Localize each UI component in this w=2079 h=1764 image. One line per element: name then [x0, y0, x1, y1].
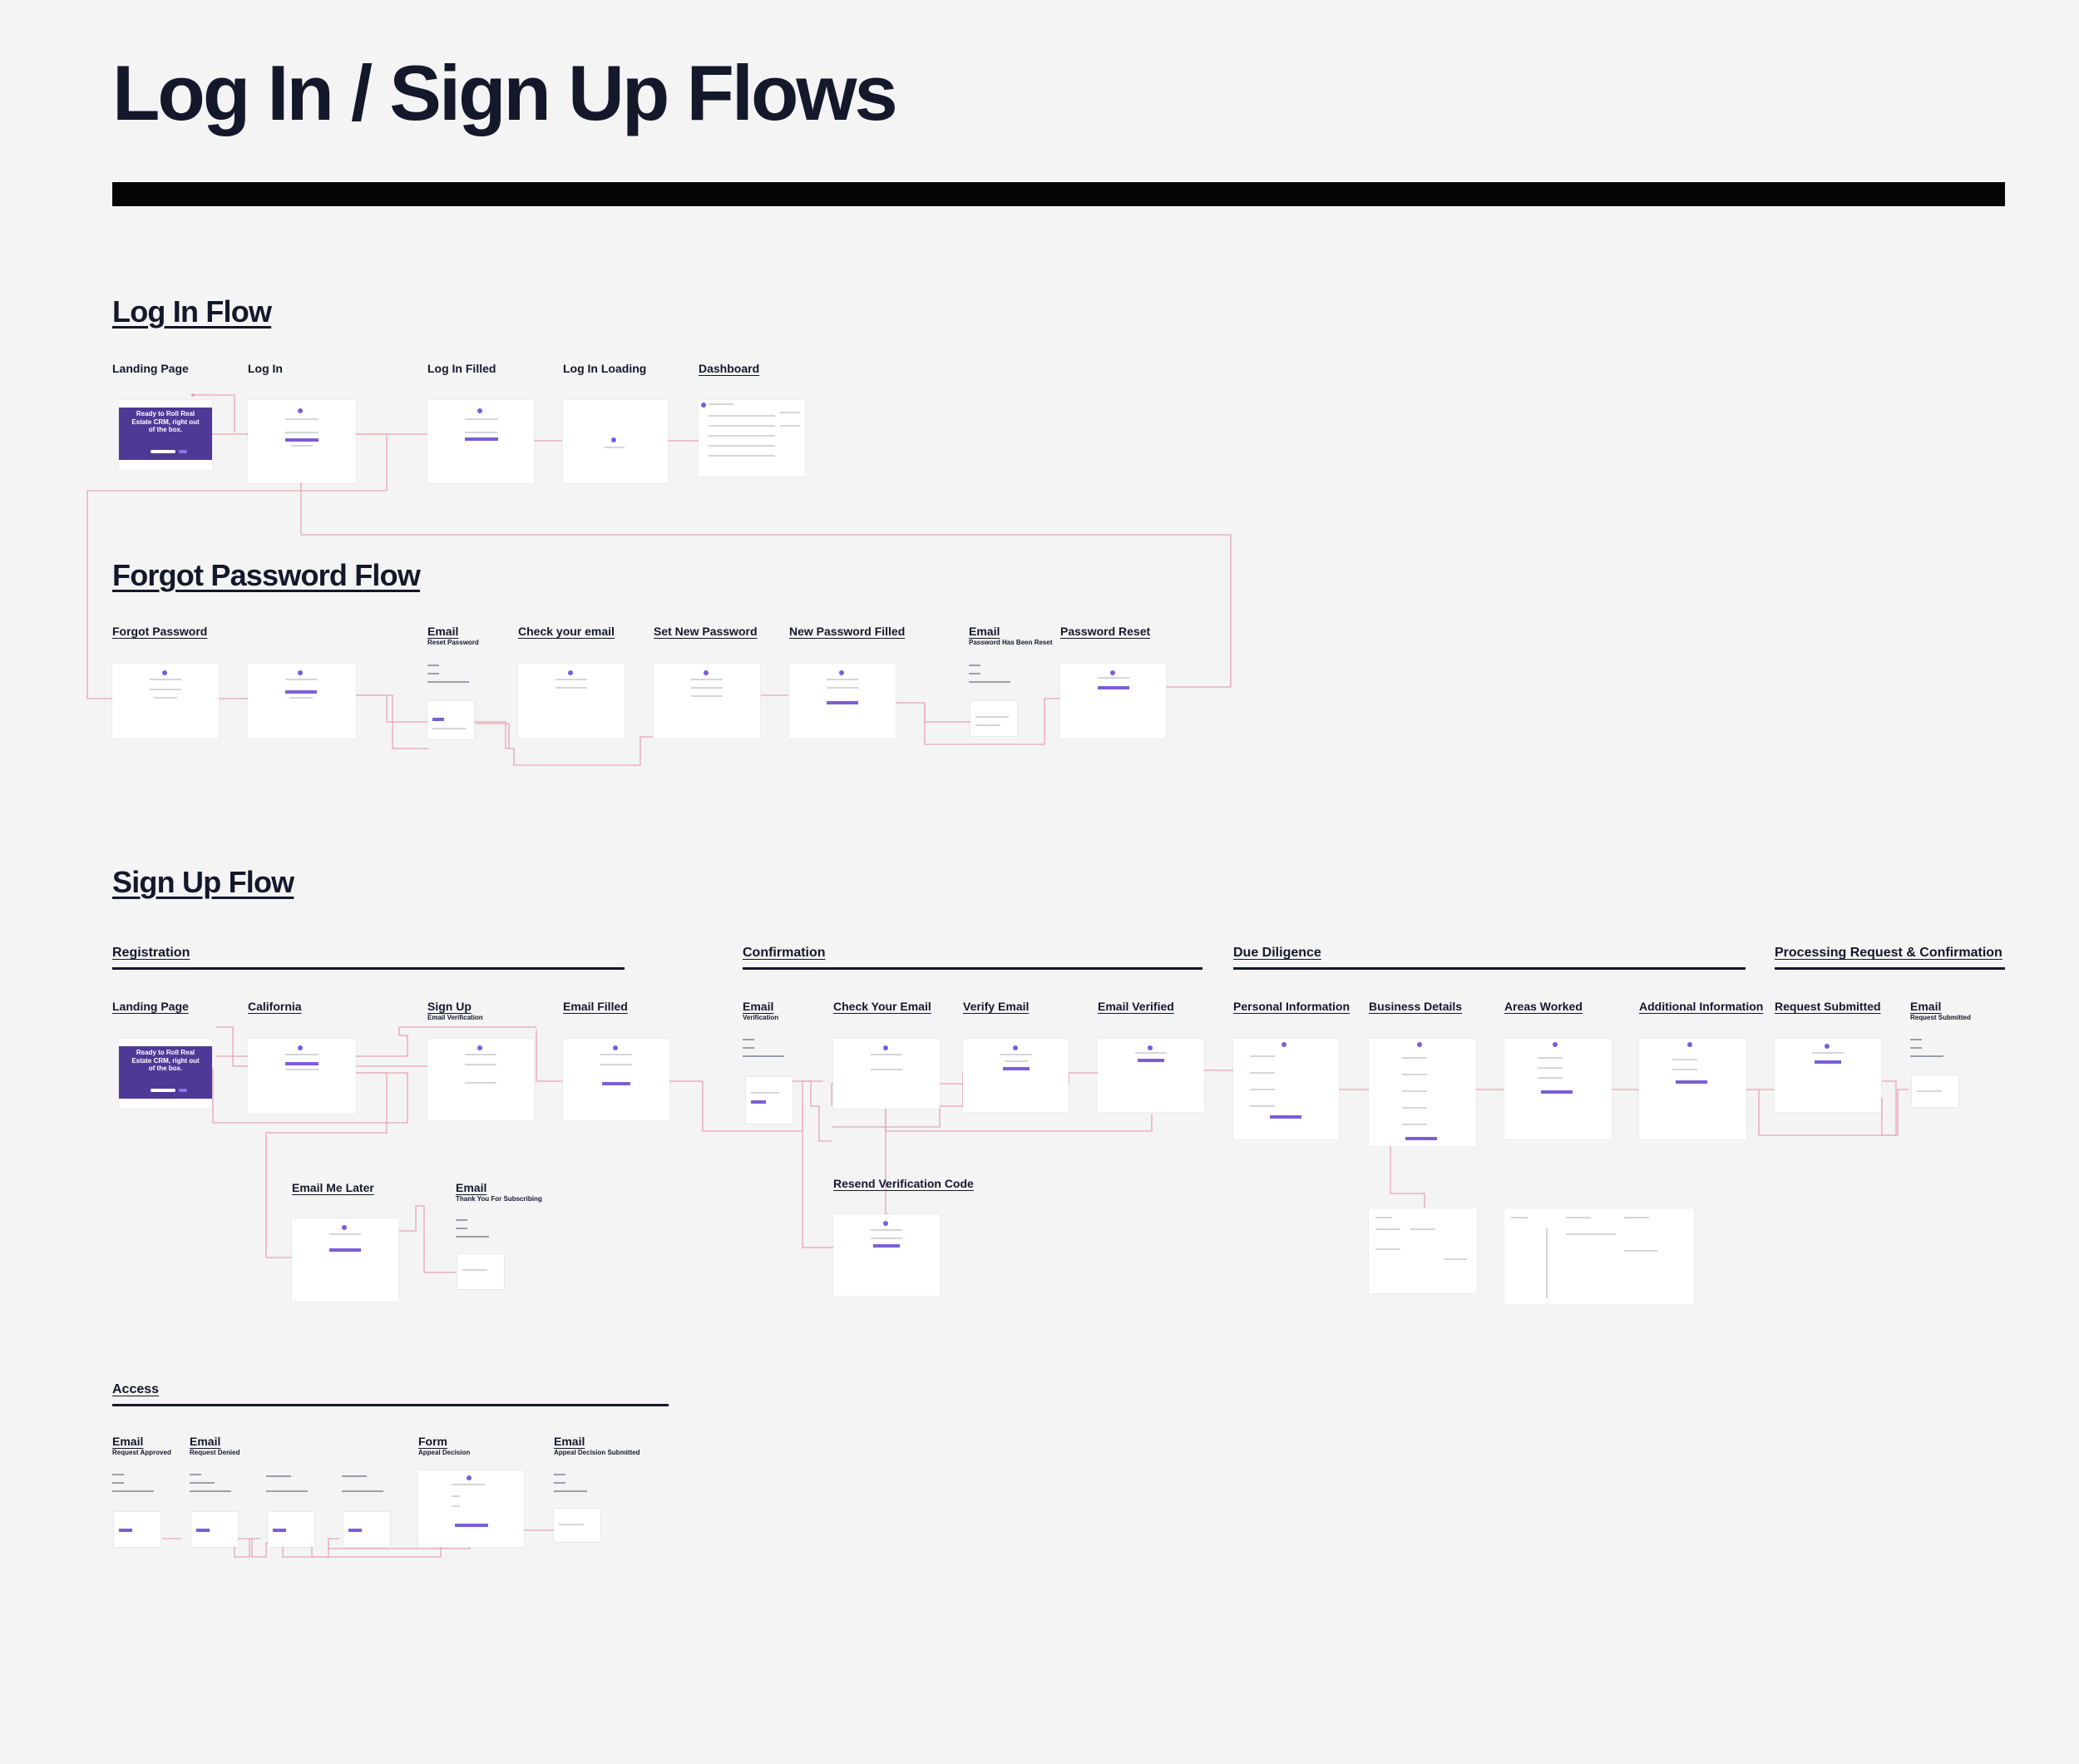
signup-landing-thumbnail[interactable]: Ready to Roll Real Estate CRM, right out… — [119, 1039, 212, 1109]
forgot-label-new-filled: New Password Filled — [789, 625, 906, 638]
forgot-password-filled-thumbnail[interactable] — [248, 664, 356, 739]
signup-label-additional-info: Additional Information — [1639, 1000, 1764, 1013]
reset-password-email-thumbnail[interactable] — [427, 661, 477, 744]
dashboard-thumbnail[interactable] — [699, 400, 805, 477]
denied-variant-email-thumbnail-2[interactable] — [342, 1470, 392, 1549]
login-label-log-in: Log In — [248, 362, 283, 375]
forgot-label-check-email: Check your email — [518, 625, 615, 638]
forgot-label-forgot: Forgot Password — [112, 625, 208, 638]
signup-flow-title: Sign Up Flow — [112, 865, 294, 899]
signup-label-personal-info: Personal Information — [1233, 1000, 1351, 1013]
password-reset-thumbnail[interactable] — [1060, 664, 1166, 739]
email-me-later-thumbnail[interactable] — [292, 1218, 398, 1302]
forgot-label-password-reset: Password Reset — [1060, 625, 1151, 638]
login-label-dashboard: Dashboard — [699, 362, 760, 375]
appeal-decision-form-thumbnail[interactable] — [418, 1470, 524, 1547]
signup-label-email-filled: Email Filled — [563, 1000, 628, 1013]
login-label-loading: Log In Loading — [563, 362, 647, 375]
signup-label-resend-code: Resend Verification Code — [833, 1177, 974, 1190]
resend-verification-code-thumbnail[interactable] — [833, 1214, 940, 1296]
areas-worked-thumbnail[interactable] — [1504, 1039, 1612, 1139]
login-flow-title: Log In Flow — [112, 294, 272, 329]
forgot-label-set-new: Set New Password — [654, 625, 758, 638]
group-registration: Registration — [112, 946, 625, 970]
sign-up-thumbnail[interactable] — [427, 1039, 534, 1120]
additional-information-thumbnail[interactable] — [1639, 1039, 1746, 1139]
request-submitted-email-thumbnail[interactable] — [1910, 1035, 1960, 1110]
verification-email-thumbnail[interactable] — [743, 1035, 793, 1127]
signup-label-landing: Landing Page — [112, 1000, 189, 1013]
title-divider-bar — [112, 182, 2005, 206]
hero-headline: Ready to Roll Real Estate CRM, right out… — [131, 410, 200, 434]
request-approved-email-thumbnail[interactable] — [112, 1470, 162, 1549]
signup-label-california: California — [248, 1000, 302, 1013]
business-details-thumbnail[interactable] — [1369, 1039, 1476, 1146]
group-processing: Processing Request & Confirmation — [1775, 946, 2005, 970]
signup-label-areas-worked: Areas Worked — [1504, 1000, 1583, 1013]
check-your-email-thumbnail[interactable] — [518, 664, 625, 739]
thanks-email-thumbnail[interactable] — [456, 1216, 506, 1291]
group-due-diligence: Due Diligence — [1233, 946, 1746, 970]
appeal-submitted-email-thumbnail[interactable] — [554, 1470, 604, 1545]
password-reset-email-thumbnail[interactable] — [969, 661, 1019, 744]
signup-label-email-me-later: Email Me Later — [292, 1181, 374, 1194]
areas-worked-expanded-thumbnail[interactable] — [1504, 1208, 1694, 1304]
signup-label-request-submitted: Request Submitted — [1775, 1000, 1881, 1013]
signup-hero-headline: Ready to Roll Real Estate CRM, right out… — [131, 1049, 200, 1073]
log-in-loading-thumbnail[interactable] — [563, 400, 668, 483]
forgot-flow-title: Forgot Password Flow — [112, 558, 421, 592]
request-submitted-thumbnail[interactable] — [1775, 1039, 1881, 1112]
page-title: Log In / Sign Up Flows — [112, 49, 898, 136]
business-details-expanded-thumbnail[interactable] — [1369, 1208, 1477, 1293]
log-in-screen-thumbnail[interactable] — [248, 400, 356, 483]
check-your-email-signup-thumbnail[interactable] — [833, 1039, 940, 1109]
log-in-filled-thumbnail[interactable] — [427, 400, 534, 483]
email-filled-thumbnail[interactable] — [563, 1039, 669, 1120]
group-confirmation: Confirmation — [743, 946, 1202, 970]
email-verified-thumbnail[interactable] — [1098, 1039, 1204, 1112]
forgot-password-thumbnail[interactable] — [112, 664, 219, 739]
request-denied-email-thumbnail[interactable] — [190, 1470, 240, 1549]
login-label-filled: Log In Filled — [427, 362, 496, 375]
california-thumbnail[interactable] — [248, 1039, 356, 1114]
signup-label-email-verified: Email Verified — [1098, 1000, 1174, 1013]
signup-label-business-details: Business Details — [1369, 1000, 1463, 1013]
personal-information-thumbnail[interactable] — [1233, 1039, 1339, 1139]
set-new-password-thumbnail[interactable] — [654, 664, 760, 739]
group-access: Access — [112, 1382, 669, 1406]
new-password-filled-thumbnail[interactable] — [789, 664, 896, 739]
denied-variant-email-thumbnail-1[interactable] — [266, 1470, 316, 1549]
login-label-landing: Landing Page — [112, 362, 189, 375]
verify-email-thumbnail[interactable] — [963, 1039, 1069, 1112]
landing-page-thumbnail[interactable]: Ready to Roll Real Estate CRM, right out… — [119, 400, 212, 470]
signup-label-verify-email: Verify Email — [963, 1000, 1030, 1013]
signup-label-check-email: Check Your Email — [833, 1000, 931, 1013]
